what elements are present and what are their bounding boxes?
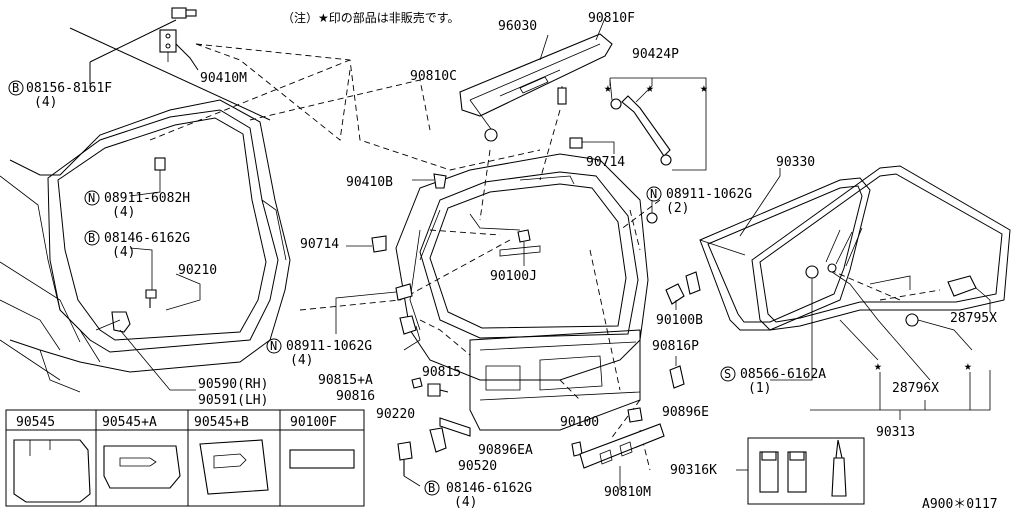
label-96030: 96030 (498, 19, 537, 34)
rod-shape (439, 417, 471, 437)
prefix-N-2: N (650, 187, 657, 201)
trim-table-header-3: 90545+B (194, 415, 249, 430)
bracket-shape (947, 275, 977, 297)
label-90313: 90313 (876, 425, 915, 440)
qty-08566: (1) (748, 381, 771, 396)
label-90815-A: 90815+A (318, 373, 373, 388)
label-90590: 90590(RH) (198, 377, 268, 392)
label-90810F: 90810F (588, 11, 635, 26)
grommet-shape (484, 128, 498, 142)
label-90330: 90330 (776, 155, 815, 170)
qty-08911-6082H: (4) (112, 205, 135, 220)
trim-table-header-2: 90545+A (102, 415, 157, 430)
label-08911-1062G-left: 08911-1062G (286, 339, 372, 354)
label-90810M: 90810M (604, 485, 651, 500)
bumper-shape (411, 377, 423, 389)
qty-08156: (4) (34, 95, 57, 110)
prefix-B-2: B (88, 231, 95, 245)
prefix-N-3: N (270, 339, 277, 353)
gas-strut-drawing (557, 79, 707, 171)
trim-table-header-4: 90100F (290, 415, 337, 430)
clip-shape (517, 229, 531, 243)
label-90220: 90220 (376, 407, 415, 422)
lock-cylinder-shape (427, 383, 449, 397)
washer-shape (827, 263, 837, 273)
label-90896E: 90896E (662, 405, 709, 420)
star-mark-5: ★ (964, 359, 972, 374)
label-08146-6162G-upper: 08146-6162G (104, 231, 190, 246)
label-90410M: 90410M (200, 71, 247, 86)
striker-shape (111, 311, 131, 333)
bumper-stop-shape (371, 235, 387, 253)
bolt-shape (145, 289, 157, 308)
label-90410B: 90410B (346, 175, 393, 190)
label-90424P: 90424P (632, 47, 679, 62)
hinge-shape (665, 283, 685, 305)
label-28796X: 28796X (892, 381, 939, 396)
label-90896EA: 90896EA (478, 443, 533, 458)
qty-08911-1062G-left: (4) (290, 353, 313, 368)
diagram-code: A900＊0117 (922, 497, 998, 512)
label-90100B: 90100B (656, 313, 703, 328)
nut-shape (805, 265, 819, 279)
star-mark-1: ★ (604, 81, 612, 96)
hinge-bolt-drawing (89, 7, 199, 84)
label-90714-left: 90714 (300, 237, 339, 252)
nut-shape (646, 212, 658, 224)
bumper-stop-shape (569, 137, 583, 149)
label-08911-1062G-right: 08911-1062G (666, 187, 752, 202)
prefix-B-1: B (12, 81, 19, 95)
bumper-shape (399, 315, 417, 335)
label-90210: 90210 (178, 263, 217, 278)
qty-08146-lower: (4) (454, 495, 477, 510)
leader-line (129, 170, 161, 197)
bolt-shape (397, 441, 413, 476)
label-90100: 90100 (560, 415, 599, 430)
note-text: （注）★印の部品は非販売です。 (282, 10, 460, 25)
label-08911-6082H: 08911-6082H (104, 191, 190, 206)
clip-shape (154, 157, 166, 171)
label-90714-upper: 90714 (586, 155, 625, 170)
part-labels: 96030 90810F 90424P 90810C 90410M B 0815… (8, 11, 998, 512)
label-90591: 90591(LH) (198, 393, 268, 408)
rear-glass-drawing (699, 165, 1011, 331)
garnish-shape (579, 423, 665, 469)
star-mark-4: ★ (874, 359, 882, 374)
label-90815: 90815 (422, 365, 461, 380)
switch-shape (627, 407, 643, 423)
qty-08146-upper: (4) (112, 245, 135, 260)
prefix-S: S (724, 367, 731, 381)
label-08566-6162A: 08566-6162A (740, 367, 826, 382)
latch-shape (429, 427, 447, 453)
label-90816: 90816 (336, 389, 375, 404)
star-mark-2: ★ (646, 81, 654, 96)
spoiler-drawing (459, 17, 613, 117)
label-08146-6162G-lower: 08146-6162G (446, 481, 532, 496)
label-90520: 90520 (458, 459, 497, 474)
paint-kit-box (736, 437, 865, 505)
latch-shape (669, 365, 685, 389)
hinge-shape (685, 271, 701, 295)
label-90816P: 90816P (652, 339, 699, 354)
grommet-shape (395, 283, 413, 301)
prefix-B-3: B (428, 481, 435, 495)
back-door-drawing (395, 153, 649, 431)
grommet-shape (905, 313, 919, 327)
bumper-stop-shape (433, 173, 447, 189)
prefix-N-1: N (88, 191, 95, 205)
reference-dashes (149, 43, 941, 471)
star-mark-3: ★ (700, 81, 708, 96)
trim-table-header-1: 90545 (16, 415, 55, 430)
label-90810C: 90810C (410, 69, 457, 84)
label-90100J: 90100J (490, 269, 537, 284)
label-90316K: 90316K (670, 463, 717, 478)
label-08156-8161F: 08156-8161F (26, 81, 112, 96)
label-28795X: 28795X (950, 311, 997, 326)
vehicle-body-drawing (0, 27, 291, 393)
qty-08911-1062G-right: (2) (666, 201, 689, 216)
trim-table: 90545 90545+A 90545+B 90100F (5, 409, 365, 507)
